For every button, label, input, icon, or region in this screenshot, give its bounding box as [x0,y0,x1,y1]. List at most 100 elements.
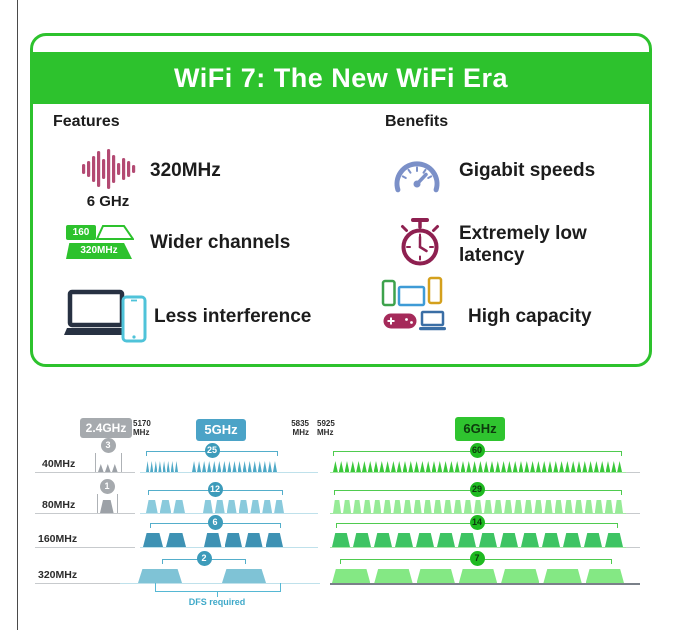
channel-shape [232,461,237,472]
page-edge-line [17,0,18,630]
channel-shape [521,533,539,547]
benefit-low-latency-label: Extremely low latency [459,223,587,267]
channel-shape [463,500,472,513]
channel-shape [374,569,413,583]
phone-yellow-icon [427,276,443,305]
channel-shape [594,500,603,513]
channel-shape [563,533,581,547]
channel-shape [150,461,154,472]
benefits-heading: Benefits [385,113,449,130]
channel-outline-trapezoid [96,225,134,240]
channel-shape [543,569,582,583]
channel-count-badge: 29 [469,482,485,497]
channel-shape [408,461,414,472]
benefit-gigabit-speeds-label: Gigabit speeds [459,160,596,181]
channel-shape [413,500,422,513]
spectrum-bars-icon [81,146,137,197]
row-baseline [626,472,640,473]
channel-shape [333,461,338,472]
bracket-line [97,494,99,513]
freq-marker-5835: 5835 MHz [291,419,309,437]
channel-shape [514,500,523,513]
channel-shape [501,461,506,472]
channel-shape [332,533,350,547]
spectrum-chart: 2.4GHz 5GHz 6GHz 5170 MHz 5835 MHz 5925 … [0,415,680,630]
channel-shape [212,461,217,472]
channel-shape [250,500,261,513]
row-baseline [330,472,626,474]
channel-shape [473,500,483,513]
channel-shape [425,461,431,472]
channel-shape [385,461,390,472]
channel-shape [396,461,402,472]
channel-shape [362,461,367,472]
dfs-required-note: DFS required [188,597,246,607]
stopwatch-icon [397,217,443,274]
channel-shape [414,461,419,472]
smartphone-icon [121,295,147,348]
channel-shape [443,500,452,513]
channel-count-badge: 60 [469,443,485,458]
channel-shape [224,533,242,547]
channel-shape [604,500,613,513]
page-title: WiFi 7: The New WiFi Era [173,62,509,93]
channel-shape [574,500,583,513]
channel-shape [162,461,166,472]
channel-shape [343,500,352,513]
channel-shape [373,500,382,513]
channel-shape [272,461,277,472]
channel-shape [541,461,547,472]
channel-shape [356,461,361,472]
row-baseline [330,547,626,549]
channel-shape [501,569,540,583]
channel-shape [402,461,408,472]
channel-shape [242,461,247,472]
title-banner: WiFi 7: The New WiFi Era [33,52,649,104]
channel-shape [576,461,582,472]
channel-shape [449,461,454,472]
channel-shape [173,500,185,513]
channel-shape [479,533,497,547]
channel-shape [585,569,624,583]
channel-shape [350,461,356,472]
channel-shape [617,461,622,472]
channel-shape [146,461,150,472]
channel-shape [416,569,455,583]
channel-shape [204,533,222,547]
channel-shape [483,461,489,472]
channel-shape [174,461,178,472]
channel-shape [217,461,222,472]
channel-count-badge: 7 [469,551,485,566]
row-label: 80MHz [42,499,76,511]
feature-less-interference-label: Less interference [154,306,312,327]
channel-shape [565,461,570,472]
row-baseline [140,513,318,515]
channel-shape [373,461,379,472]
freq-marker-5170: 5170 MHz [133,419,151,437]
benefit-high-capacity-label: High capacity [468,306,592,327]
channel-shape [265,533,283,547]
channel-shape [333,500,342,513]
benefit-low-latency-line1: Extremely low [459,223,587,244]
bracket-line [117,494,119,513]
band-badge-2-4ghz: 2.4GHz [80,418,132,438]
channel-shape [170,461,174,472]
channel-shape [166,461,170,472]
channel-count-badge: 3 [100,438,116,453]
channel-shape [594,461,599,472]
channel-shape [443,461,448,472]
channel-count-badge: 25 [204,443,220,458]
channel-shape [536,461,541,472]
channel-shape [203,500,213,513]
row-baseline [35,547,135,548]
channel-shape [374,533,392,547]
channel-shape [146,500,158,513]
channel-shape [154,461,158,472]
channel-shape [605,533,623,547]
channel-shape [252,461,257,472]
channel-shape [512,461,518,472]
channel-shape [472,461,477,472]
channel-shape [518,461,524,472]
row-baseline [626,513,640,514]
